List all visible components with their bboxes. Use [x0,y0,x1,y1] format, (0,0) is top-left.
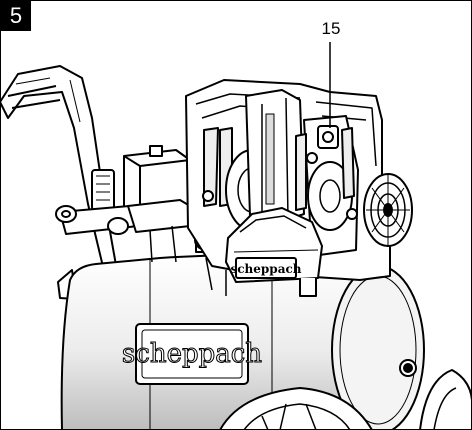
step-number-badge: 5 [1,1,31,31]
wheels [218,368,472,430]
brand-logo-small: scheppach [230,262,301,276]
brand-logo-large: scheppach [122,339,262,369]
callout-label-15: 15 [321,19,341,38]
front-shroud [205,207,323,297]
fan-cover [363,173,413,247]
regulator-and-gauges [55,169,191,263]
